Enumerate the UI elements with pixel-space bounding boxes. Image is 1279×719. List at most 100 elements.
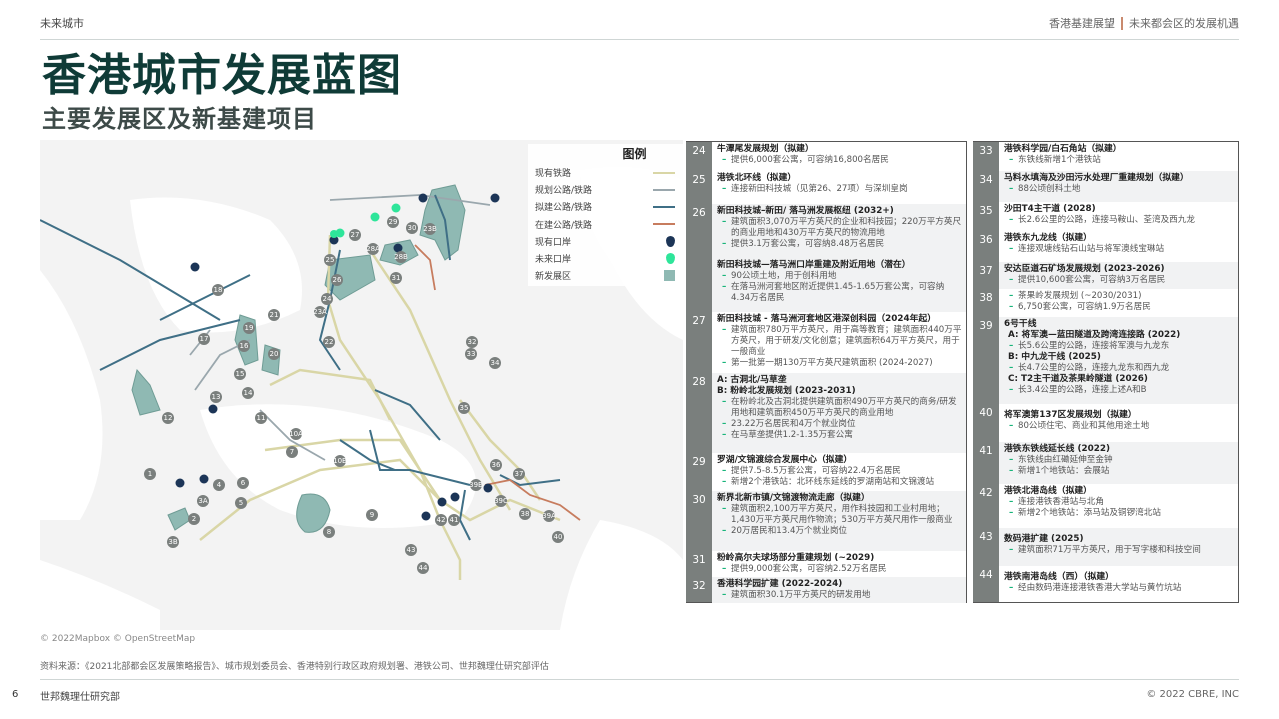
legend-item-existing-port: 现有口岸 [528,233,683,250]
project-title: 罗湖/文锦渡综合发展中心（拟建） [717,455,853,465]
project-subtitle: B: 中九龙干线 (2025) [1008,352,1101,362]
svg-text:2: 2 [192,515,196,523]
legend-item-proposed-road: 拟建公路/铁路 [528,198,683,215]
project-title: 数码港扩建 (2025) [1004,534,1084,544]
project-number: 39 [979,320,993,332]
project-number: 27 [692,315,706,327]
svg-text:36: 36 [492,461,501,469]
project-title: 港铁东铁线延长线 (2022) [1004,444,1110,454]
planned-road-line-icon [653,188,675,191]
project-bullet: 东铁线由红磡延伸至金钟 [1004,455,1234,466]
svg-text:7: 7 [290,448,294,456]
map-canvas: 1 2 3A 3B 4 5 6 7 8 9 10A 10B 11 12 13 1… [40,140,683,630]
project-bullet: 长3.4公里的公路，连接上述A和B [1004,385,1234,396]
project-number: 25 [692,174,706,186]
svg-text:6: 6 [241,479,246,487]
project-title: 港铁东九龙线（拟建） [1004,233,1092,243]
project-title: 新田科技城–新田/ 落马洲发展枢纽 (2032+) [717,206,894,216]
svg-text:33: 33 [467,350,476,358]
project-bullet: 20万居民和13.4万个就业岗位 [717,526,962,537]
header-divider [40,39,1239,40]
svg-text:10A: 10A [289,430,303,438]
project-title: 港铁北环线（拟建） [717,173,797,183]
project-item-40: 40 将军澳第137区发展规划（拟建） 80公顷住宅、商业和其他用途土地 [979,404,1238,442]
project-item-43: 43 数码港扩建 (2025) 建筑面积71万平方英尺，用于写字楼和科技空间 [979,528,1238,566]
page-number: 6 [12,689,19,700]
svg-text:40: 40 [554,533,563,541]
project-subtitle: A: 将军澳—蓝田隧道及跨湾连接路 (2022) [1008,330,1181,340]
svg-text:28A: 28A [366,245,380,253]
legend-label: 在建公路/铁路 [535,220,593,231]
project-item-42: 42 港铁北港岛线（拟建） 连接港铁香港站与北角 新增2个地铁站：添马站及铜锣湾… [979,484,1238,528]
svg-text:39B: 39B [469,481,483,489]
project-bullet: 东铁线新增1个港铁站 [1004,155,1234,166]
legend-item-construction-road: 在建公路/铁路 [528,216,683,233]
svg-text:8: 8 [327,528,331,536]
svg-text:32: 32 [468,338,477,346]
project-bullet: 连接新田科技城（见第26、27项）与深圳皇岗 [717,184,962,195]
project-bullet: 新增1个地铁站：会展站 [1004,466,1234,477]
project-number: 31 [692,554,706,566]
project-bullet: 90公顷土地，用于创科用地 [717,271,962,282]
project-bullet: 6,750套公寓，可容纳1.9万名居民 [1004,302,1234,313]
report-header: 香港基建展望 未来都会区的发展机遇 [1049,15,1239,31]
project-bullet: 88公顷创科土地 [1004,184,1234,195]
map-credit: © 2022Mapbox © OpenStreetMap [40,634,196,644]
svg-text:35: 35 [460,404,469,412]
project-number: 40 [979,407,993,419]
project-number: 35 [979,205,993,217]
source-note: 资料来源：《2021北部都会区发展策略报告》、城市规划委员会、香港特别行政区政府… [40,662,549,672]
project-title: 粉岭高尔夫球场部分重建规划 (~2029) [717,553,875,563]
project-item-32: 32 香港科学园扩建 (2022-2024) 建筑面积30.1万平方英尺的研发用… [692,577,966,603]
footer-org: 世邦魏理仕研究部 [40,692,120,703]
project-bullet: 建筑面积2,100万平方英尺，用作科技园和工业村用地；1,430万平方英尺用作物… [717,504,962,526]
project-bullet: 经由数码港连接港铁香港大学站与黄竹坑站 [1004,583,1234,594]
svg-text:17: 17 [200,335,209,343]
project-bullet: 在粉岭北及古洞北提供建筑面积490万平方英尺的商务/研发用地和建筑面积450万平… [717,397,962,419]
svg-text:25: 25 [326,256,335,264]
project-bullet: 长4.7公里的公路，连接九龙东和西九龙 [1004,363,1234,374]
project-bullet: 新增2个地铁站：添马站及铜锣湾北站 [1004,508,1234,519]
svg-text:31: 31 [392,274,401,282]
svg-text:9: 9 [370,511,374,519]
project-bullet: 提供3.1万套公寓，可容纳8.48万名居民 [717,239,962,250]
project-title: 沙田T4主干道 (2028) [1004,204,1096,214]
project-bullet: 在马草垄提供1.2-1.35万套公寓 [717,430,962,441]
svg-text:41: 41 [450,516,459,524]
number-column [973,142,999,602]
construction-road-line-icon [653,223,675,226]
project-title: 6号干线 [1004,319,1037,329]
svg-text:4: 4 [217,481,222,489]
project-number: 41 [979,445,993,457]
proposed-road-line-icon [653,205,675,208]
project-item-38: 38 茶果岭发展规划 (~2030/2031) 6,750套公寓，可容纳1.9万… [979,289,1238,317]
project-title: 将军澳第137区发展规划（拟建） [1004,410,1137,420]
project-number: 37 [979,265,993,277]
svg-text:22: 22 [325,338,334,346]
project-item-24: 24 牛潭尾发展规划（拟建） 提供6,000套公寓，可容纳16,800名居民 [692,142,966,171]
project-number: 29 [692,456,706,468]
svg-text:24: 24 [323,295,332,303]
legend-title: 图例 [622,147,647,161]
svg-text:19: 19 [245,324,254,332]
project-title: 新田科技城 - 落马洲河套地区港深创科园（2024年起） [717,314,936,324]
project-bullet: 长5.6公里的公路，连接将军澳与九龙东 [1004,341,1234,352]
svg-text:10B: 10B [333,457,347,465]
svg-text:14: 14 [244,389,253,397]
svg-text:26: 26 [333,276,342,284]
project-number: 33 [979,145,993,157]
project-number: 24 [692,145,706,157]
svg-text:20: 20 [270,350,279,358]
project-number: 36 [979,234,993,246]
project-item-35: 35 沙田T4主干道 (2028) 长2.6公里的公路，连接马鞍山、荃湾及西九龙 [979,202,1238,231]
project-number: 34 [979,174,993,186]
svg-text:29: 29 [389,218,398,226]
project-title: 新界北新市镇/文锦渡物流走廊（拟建） [717,493,870,503]
project-item-27: 27 新田科技城 - 落马洲河套地区港深创科园（2024年起） 建筑面积780万… [692,312,966,373]
project-title: 港铁南港岛线（西）（拟建） [1004,572,1114,582]
project-title: 安达臣道石矿场发展规划 (2023-2026) [1004,264,1165,274]
project-bullet: 建筑面积71万平方英尺，用于写字楼和科技空间 [1004,545,1234,556]
project-number: 32 [692,580,706,592]
svg-text:28B: 28B [394,253,408,261]
project-title: 港铁北港岛线（拟建） [1004,486,1092,496]
